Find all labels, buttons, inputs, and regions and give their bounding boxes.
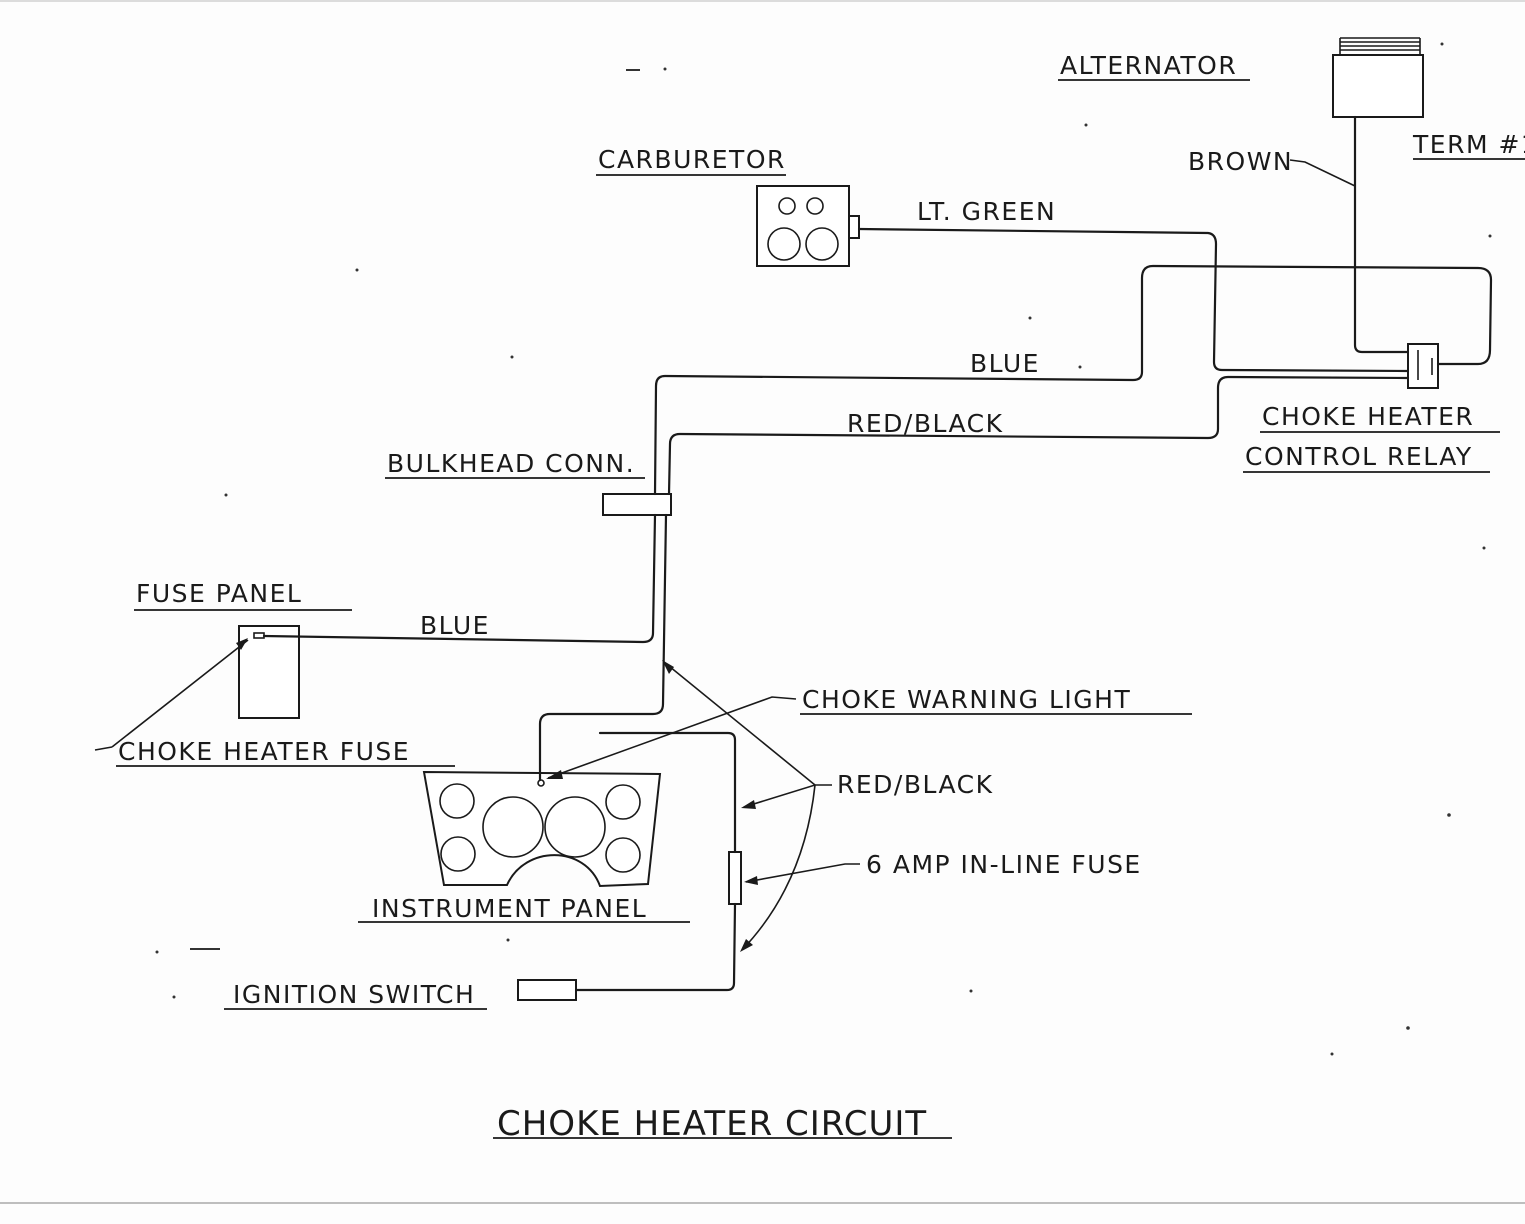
svg-text:FUSE PANEL: FUSE PANEL: [136, 579, 302, 608]
svg-text:CHOKE HEATER: CHOKE HEATER: [1262, 402, 1474, 431]
label-ignition-switch: IGNITION SWITCH: [224, 980, 487, 1010]
svg-text:TERM #1: TERM #1: [1412, 130, 1525, 159]
leader-red-black: [662, 660, 832, 952]
choke-heater-relay-symbol: [1407, 343, 1439, 389]
label-instrument-panel: INSTRUMENT PANEL: [358, 894, 690, 923]
wire-red-black-to-panel: [538, 513, 668, 782]
label-wire-blue-upper: BLUE: [970, 349, 1040, 378]
svg-text:BULKHEAD CONN.: BULKHEAD CONN.: [387, 449, 635, 478]
svg-text:CARBURETOR: CARBURETOR: [598, 145, 786, 174]
leader-choke-heater-fuse: [94, 638, 249, 751]
wire-brown: [1353, 115, 1410, 354]
wire-lt-green: [857, 227, 1410, 373]
wire-blue-lower: [262, 513, 657, 644]
wire-red-black-upper: [667, 375, 1410, 496]
label-inline-fuse: 6 AMP IN-LINE FUSE: [866, 850, 1142, 879]
svg-text:ALTERNATOR: ALTERNATOR: [1060, 51, 1237, 80]
label-relay: CHOKE HEATER CONTROL RELAY: [1243, 402, 1500, 473]
label-choke-warning-light: CHOKE WARNING LIGHT: [800, 685, 1192, 715]
instrument-panel-symbol: [422, 770, 662, 888]
label-alternator: ALTERNATOR: [1058, 51, 1250, 81]
wire-blue-upper: [653, 264, 1493, 496]
inline-fuse-symbol: [728, 851, 742, 905]
fuse-panel-symbol: [238, 625, 300, 719]
carburetor-symbol: [756, 185, 860, 267]
diagram-title: CHOKE HEATER CIRCUIT: [493, 1104, 952, 1144]
label-wire-blue-lower: BLUE: [420, 611, 490, 640]
label-term: TERM #1: [1412, 130, 1525, 160]
leader-choke-warning-light: [546, 696, 797, 779]
bulkhead-connector-symbol: [602, 493, 672, 516]
label-carburetor: CARBURETOR: [596, 145, 786, 176]
wire-red-black-to-ignition: [574, 731, 737, 992]
svg-text:CHOKE WARNING LIGHT: CHOKE WARNING LIGHT: [802, 685, 1131, 714]
label-wire-red-black-upper: RED/BLACK: [847, 409, 1004, 438]
alternator-symbol: [1332, 37, 1424, 118]
label-wire-red-black-lower: RED/BLACK: [837, 770, 994, 799]
svg-text:CONTROL RELAY: CONTROL RELAY: [1245, 442, 1473, 471]
svg-text:IGNITION SWITCH: IGNITION SWITCH: [233, 980, 475, 1009]
label-bulkhead: BULKHEAD CONN.: [385, 449, 645, 479]
ignition-switch-symbol: [517, 979, 577, 1001]
scan-specks: [155, 42, 1492, 1056]
leader-brown: [1289, 159, 1356, 187]
svg-text:CHOKE HEATER FUSE: CHOKE HEATER FUSE: [118, 737, 410, 766]
leader-inline-fuse: [744, 863, 860, 885]
label-wire-lt-green: LT. GREEN: [917, 197, 1056, 226]
label-fuse-panel: FUSE PANEL: [134, 579, 352, 611]
svg-text:INSTRUMENT PANEL: INSTRUMENT PANEL: [372, 894, 647, 923]
label-wire-brown: BROWN: [1188, 147, 1293, 176]
label-choke-heater-fuse: CHOKE HEATER FUSE: [116, 737, 455, 767]
